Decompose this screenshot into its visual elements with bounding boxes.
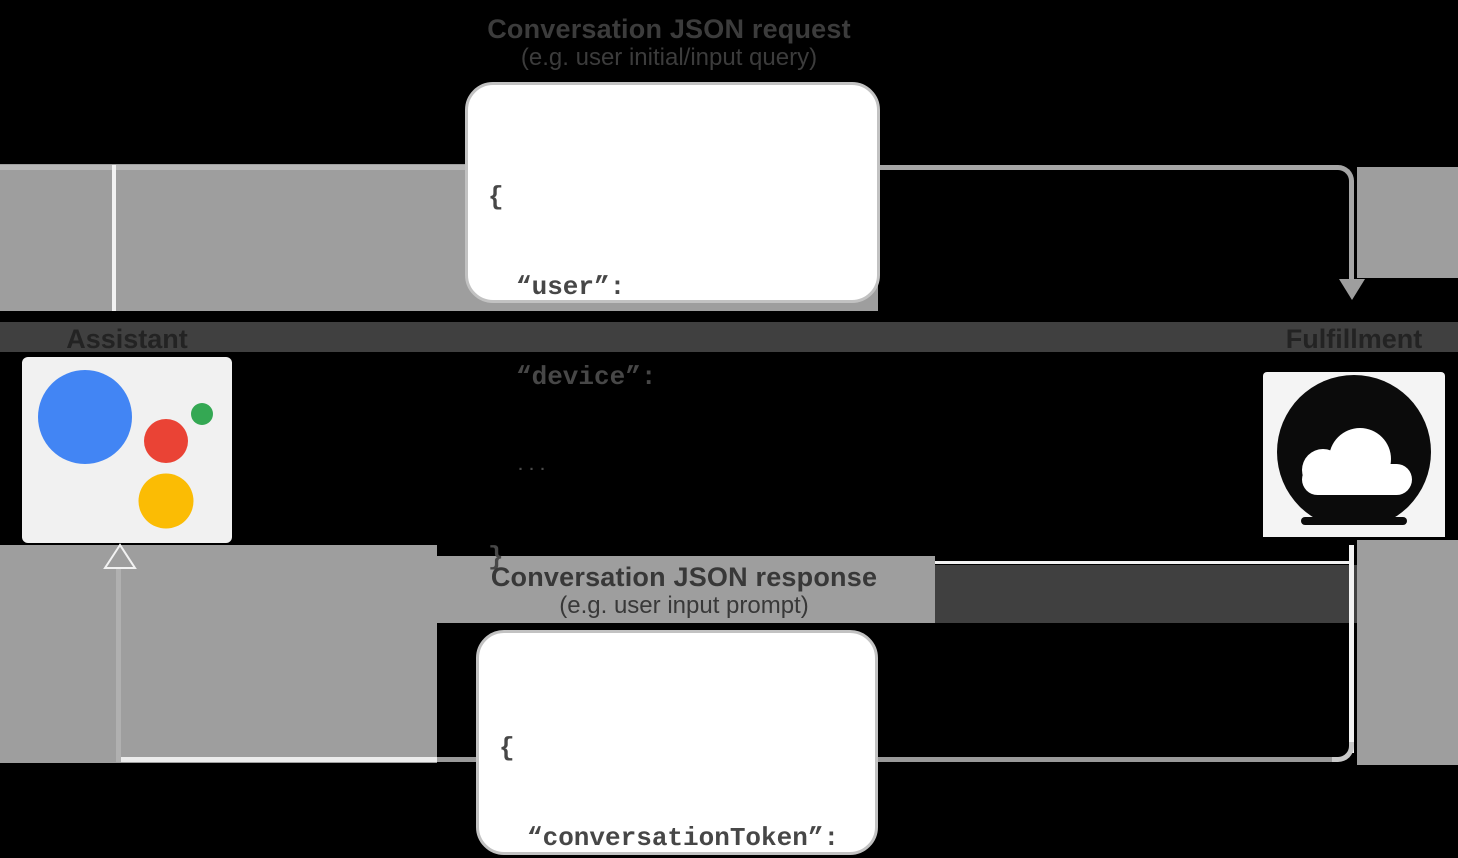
code-line: “conversationToken”: — [527, 823, 840, 853]
request-subtitle: (e.g. user initial/input query) — [520, 44, 818, 71]
code-line: { — [488, 182, 504, 212]
request-line-corner — [1332, 165, 1354, 185]
response-json-code: { “conversationToken”: “userStorage”: ..… — [479, 633, 875, 858]
request-line-vertical — [1349, 184, 1354, 280]
code-line: “user”: — [516, 272, 626, 302]
response-json-box: { “conversationToken”: “userStorage”: ..… — [476, 630, 878, 855]
response-label-plate — [437, 556, 935, 623]
node-label-band — [0, 322, 1458, 352]
response-subtitle: (e.g. user input prompt) — [559, 592, 809, 619]
google-cloud-icon — [1263, 375, 1445, 537]
request-arrowhead-icon — [1339, 279, 1365, 300]
code-line: “device”: — [516, 362, 657, 392]
response-line-vertical-right — [1349, 545, 1354, 753]
request-line-assistant-riser — [112, 165, 116, 311]
assistant-node — [22, 357, 232, 543]
code-line: { — [499, 733, 515, 763]
request-band-right — [1357, 167, 1458, 278]
request-json-box: { “user”: “device”: ... } — [465, 82, 880, 572]
response-title: Conversation JSON response — [490, 562, 878, 592]
response-line-assistant-riser — [116, 566, 121, 762]
google-assistant-logo-icon — [38, 370, 213, 529]
fulfillment-label: Fulfillment — [1285, 324, 1423, 354]
response-line-corner — [1332, 742, 1354, 762]
request-line-horizontal-left — [0, 165, 878, 170]
fulfillment-node — [1263, 372, 1445, 537]
request-line-horizontal-right — [878, 165, 1334, 170]
request-title: Conversation JSON request — [487, 14, 851, 44]
response-line-horizontal-left — [116, 757, 437, 762]
response-line-top-edge — [935, 561, 1349, 564]
response-band-right — [1357, 540, 1458, 765]
code-line: ... — [516, 458, 550, 475]
code-line: } — [488, 542, 504, 572]
response-line-horizontal-mid — [437, 757, 1332, 762]
response-band-left — [0, 545, 437, 763]
assistant-label: Assistant — [66, 324, 188, 354]
response-arrowhead-icon — [103, 543, 137, 569]
request-json-code: { “user”: “device”: ... } — [468, 85, 877, 632]
